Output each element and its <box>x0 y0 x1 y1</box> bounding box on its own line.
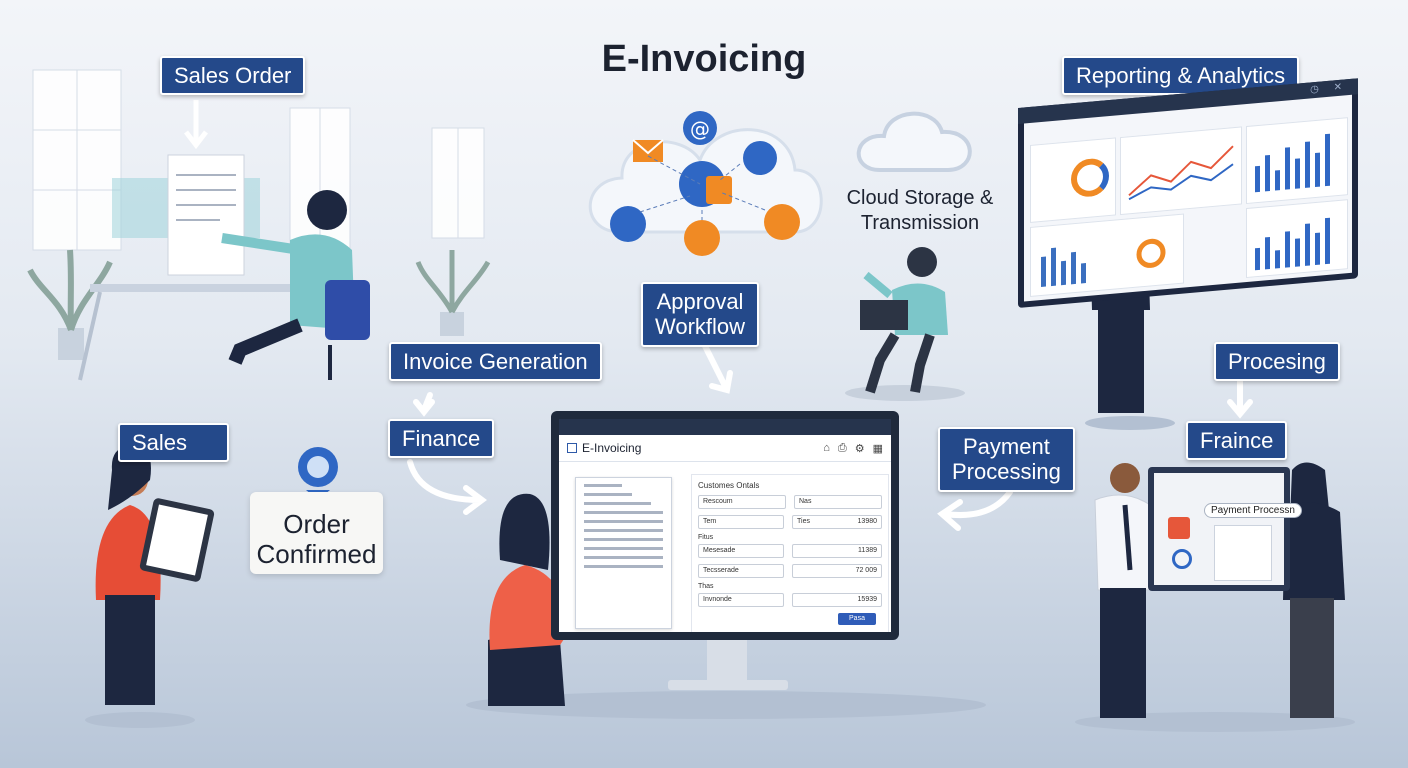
section-label: Fitus <box>698 534 714 541</box>
invoice-icon <box>1168 517 1190 539</box>
flow-arrows <box>407 337 1253 531</box>
browser-topbar <box>559 419 891 435</box>
form-field[interactable]: 72 009 <box>792 564 882 578</box>
analytics-dashboard: ◷ ✕ <box>1018 78 1358 309</box>
form-row: Invnonde 15939 <box>692 590 888 610</box>
cloud-network: @ <box>588 111 823 256</box>
bar-chart-icon <box>1041 238 1166 287</box>
form-row: Rescoum Nas <box>692 492 888 512</box>
sales-tag: Sales <box>118 423 230 463</box>
badge-icon <box>1172 549 1192 569</box>
chart-panel-bars-right <box>1246 199 1348 279</box>
app-header: E-Invoicing ⌂ ⎙ ⚙ ▦ <box>559 435 891 462</box>
cloud-storage-label: Cloud Storage & Transmission <box>846 187 994 234</box>
desk-scene <box>78 100 370 381</box>
form-field[interactable]: Ties 13980 <box>792 515 882 529</box>
cloud-icon <box>856 111 972 172</box>
bar-chart-icon <box>1255 133 1330 193</box>
invoice-generation-tag: Invoice Generation <box>389 342 602 382</box>
grid-icon[interactable]: ▦ <box>872 442 883 455</box>
header-actions: ⌂ ⎙ ⚙ ▦ <box>823 442 883 455</box>
field-value: 13980 <box>857 518 877 525</box>
window-left <box>32 69 485 251</box>
chart-panel-bars-top <box>1246 117 1348 205</box>
svg-text:@: @ <box>690 117 710 141</box>
dashboard-content <box>1024 94 1352 302</box>
field-label: Ties <box>797 518 810 525</box>
chart-panel-line <box>1120 126 1242 216</box>
print-icon[interactable]: ⎙ <box>837 441 847 454</box>
form-field[interactable]: 11389 <box>792 544 882 558</box>
donut-chart-icon <box>1071 157 1109 199</box>
form-field[interactable]: 15939 <box>792 593 882 607</box>
plant-middle <box>415 250 491 336</box>
laptop-user <box>845 247 965 401</box>
section-label: Thas <box>698 583 714 590</box>
app-logo-icon <box>567 443 577 453</box>
order-confirmed-card: Order Confirmed <box>250 492 383 574</box>
form-field[interactable]: Tem <box>698 515 784 529</box>
chart-panel-donut <box>1030 137 1116 223</box>
form-field[interactable]: Nas <box>794 495 882 509</box>
payment-board: Payment Processn <box>1148 467 1302 591</box>
bar-chart-icon <box>1255 217 1330 271</box>
invoice-document <box>575 477 672 629</box>
customer-form: Customes Ontals Rescoum Nas Tem Ties 1398… <box>691 474 889 632</box>
chart-panel-bars-bottom <box>1030 213 1184 297</box>
form-row: Tecsserade 72 009 <box>692 561 888 581</box>
sales-order-tag: Sales Order <box>160 56 306 96</box>
monitor-screen: E-Invoicing ⌂ ⎙ ⚙ ▦ Customes Ontals Resc… <box>559 419 891 632</box>
form-field[interactable]: Rescoum <box>698 495 786 509</box>
monitor-stand <box>466 640 986 719</box>
form-field[interactable]: Invnonde <box>698 593 784 607</box>
form-field[interactable]: Mesesade <box>698 544 784 558</box>
form-field[interactable]: Tecsserade <box>698 564 784 578</box>
fraince-tag: Fraince <box>1186 421 1288 461</box>
procesing-tag: Procesing <box>1214 342 1340 382</box>
settings-icon[interactable]: ⚙ <box>854 442 865 455</box>
window-controls-icon: ◷ ✕ <box>1310 81 1348 96</box>
document-preview <box>1214 525 1272 581</box>
payment-processing-tag: Payment Processing <box>938 427 1075 492</box>
app-title: E-Invoicing <box>582 441 642 455</box>
finance-tag: Finance <box>388 419 495 459</box>
plant-left <box>27 249 113 360</box>
home-icon[interactable]: ⌂ <box>823 441 830 454</box>
e-invoicing-monitor: E-Invoicing ⌂ ⎙ ⚙ ▦ Customes Ontals Resc… <box>551 411 899 640</box>
form-row: Mesesade 11389 <box>692 541 888 561</box>
submit-button[interactable]: Pasa <box>838 613 876 625</box>
page-title: E-Invoicing <box>601 38 807 80</box>
approval-tag: Approval Workflow <box>641 282 760 347</box>
form-row: Tem Ties 13980 <box>692 512 888 532</box>
payment-process-label: Payment Processn <box>1204 503 1302 518</box>
form-header: Customes Ontals <box>698 481 760 490</box>
payment-board-screen: Payment Processn <box>1154 473 1302 585</box>
line-chart-icon <box>1128 145 1234 201</box>
sales-woman <box>85 445 215 728</box>
